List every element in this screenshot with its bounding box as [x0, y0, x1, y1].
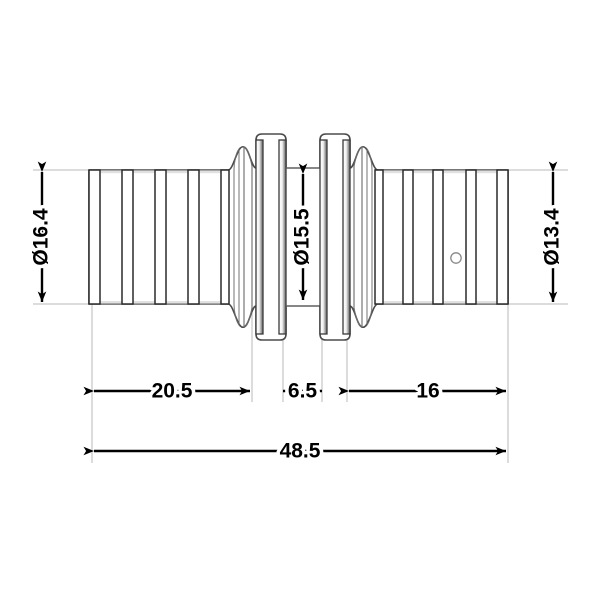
- dimension-overall-length-label: 48.5: [280, 440, 321, 463]
- dimension-center-diameter-label: Ø15.5: [291, 208, 314, 266]
- dimension-left-length: 20.5: [83, 376, 250, 406]
- dimension-center-diameter: Ø15.5: [287, 163, 317, 300]
- center-length-arrow-right: [311, 386, 322, 396]
- dimension-right-diameter: Ø13.4: [537, 161, 567, 302]
- dimension-center-length-label: 6.5: [288, 380, 318, 403]
- dimension-left-diameter: Ø16.4: [26, 161, 56, 302]
- center-length-arrow-left: [283, 386, 294, 396]
- right-barb-ribs: [374, 169, 509, 305]
- left-shoulder-detail: [233, 146, 253, 328]
- left-barb-ribs: [88, 169, 230, 305]
- dimension-overall-length: 48.5: [83, 436, 506, 466]
- dimension-center-length: 6.5: [283, 376, 322, 406]
- dimension-right-length-label: 16: [416, 380, 439, 403]
- dimension-left-length-label: 20.5: [152, 380, 193, 403]
- dimension-right-diameter-label: Ø13.4: [541, 208, 564, 266]
- dimension-right-length: 16: [338, 376, 506, 406]
- fitting-body: [88, 133, 509, 341]
- right-shoulder-detail: [353, 146, 373, 328]
- center-collar-left: [255, 139, 287, 335]
- center-collar-right: [319, 139, 351, 335]
- inspection-hole-icon: [450, 252, 462, 264]
- dimension-left-diameter-label: Ø16.4: [30, 208, 53, 266]
